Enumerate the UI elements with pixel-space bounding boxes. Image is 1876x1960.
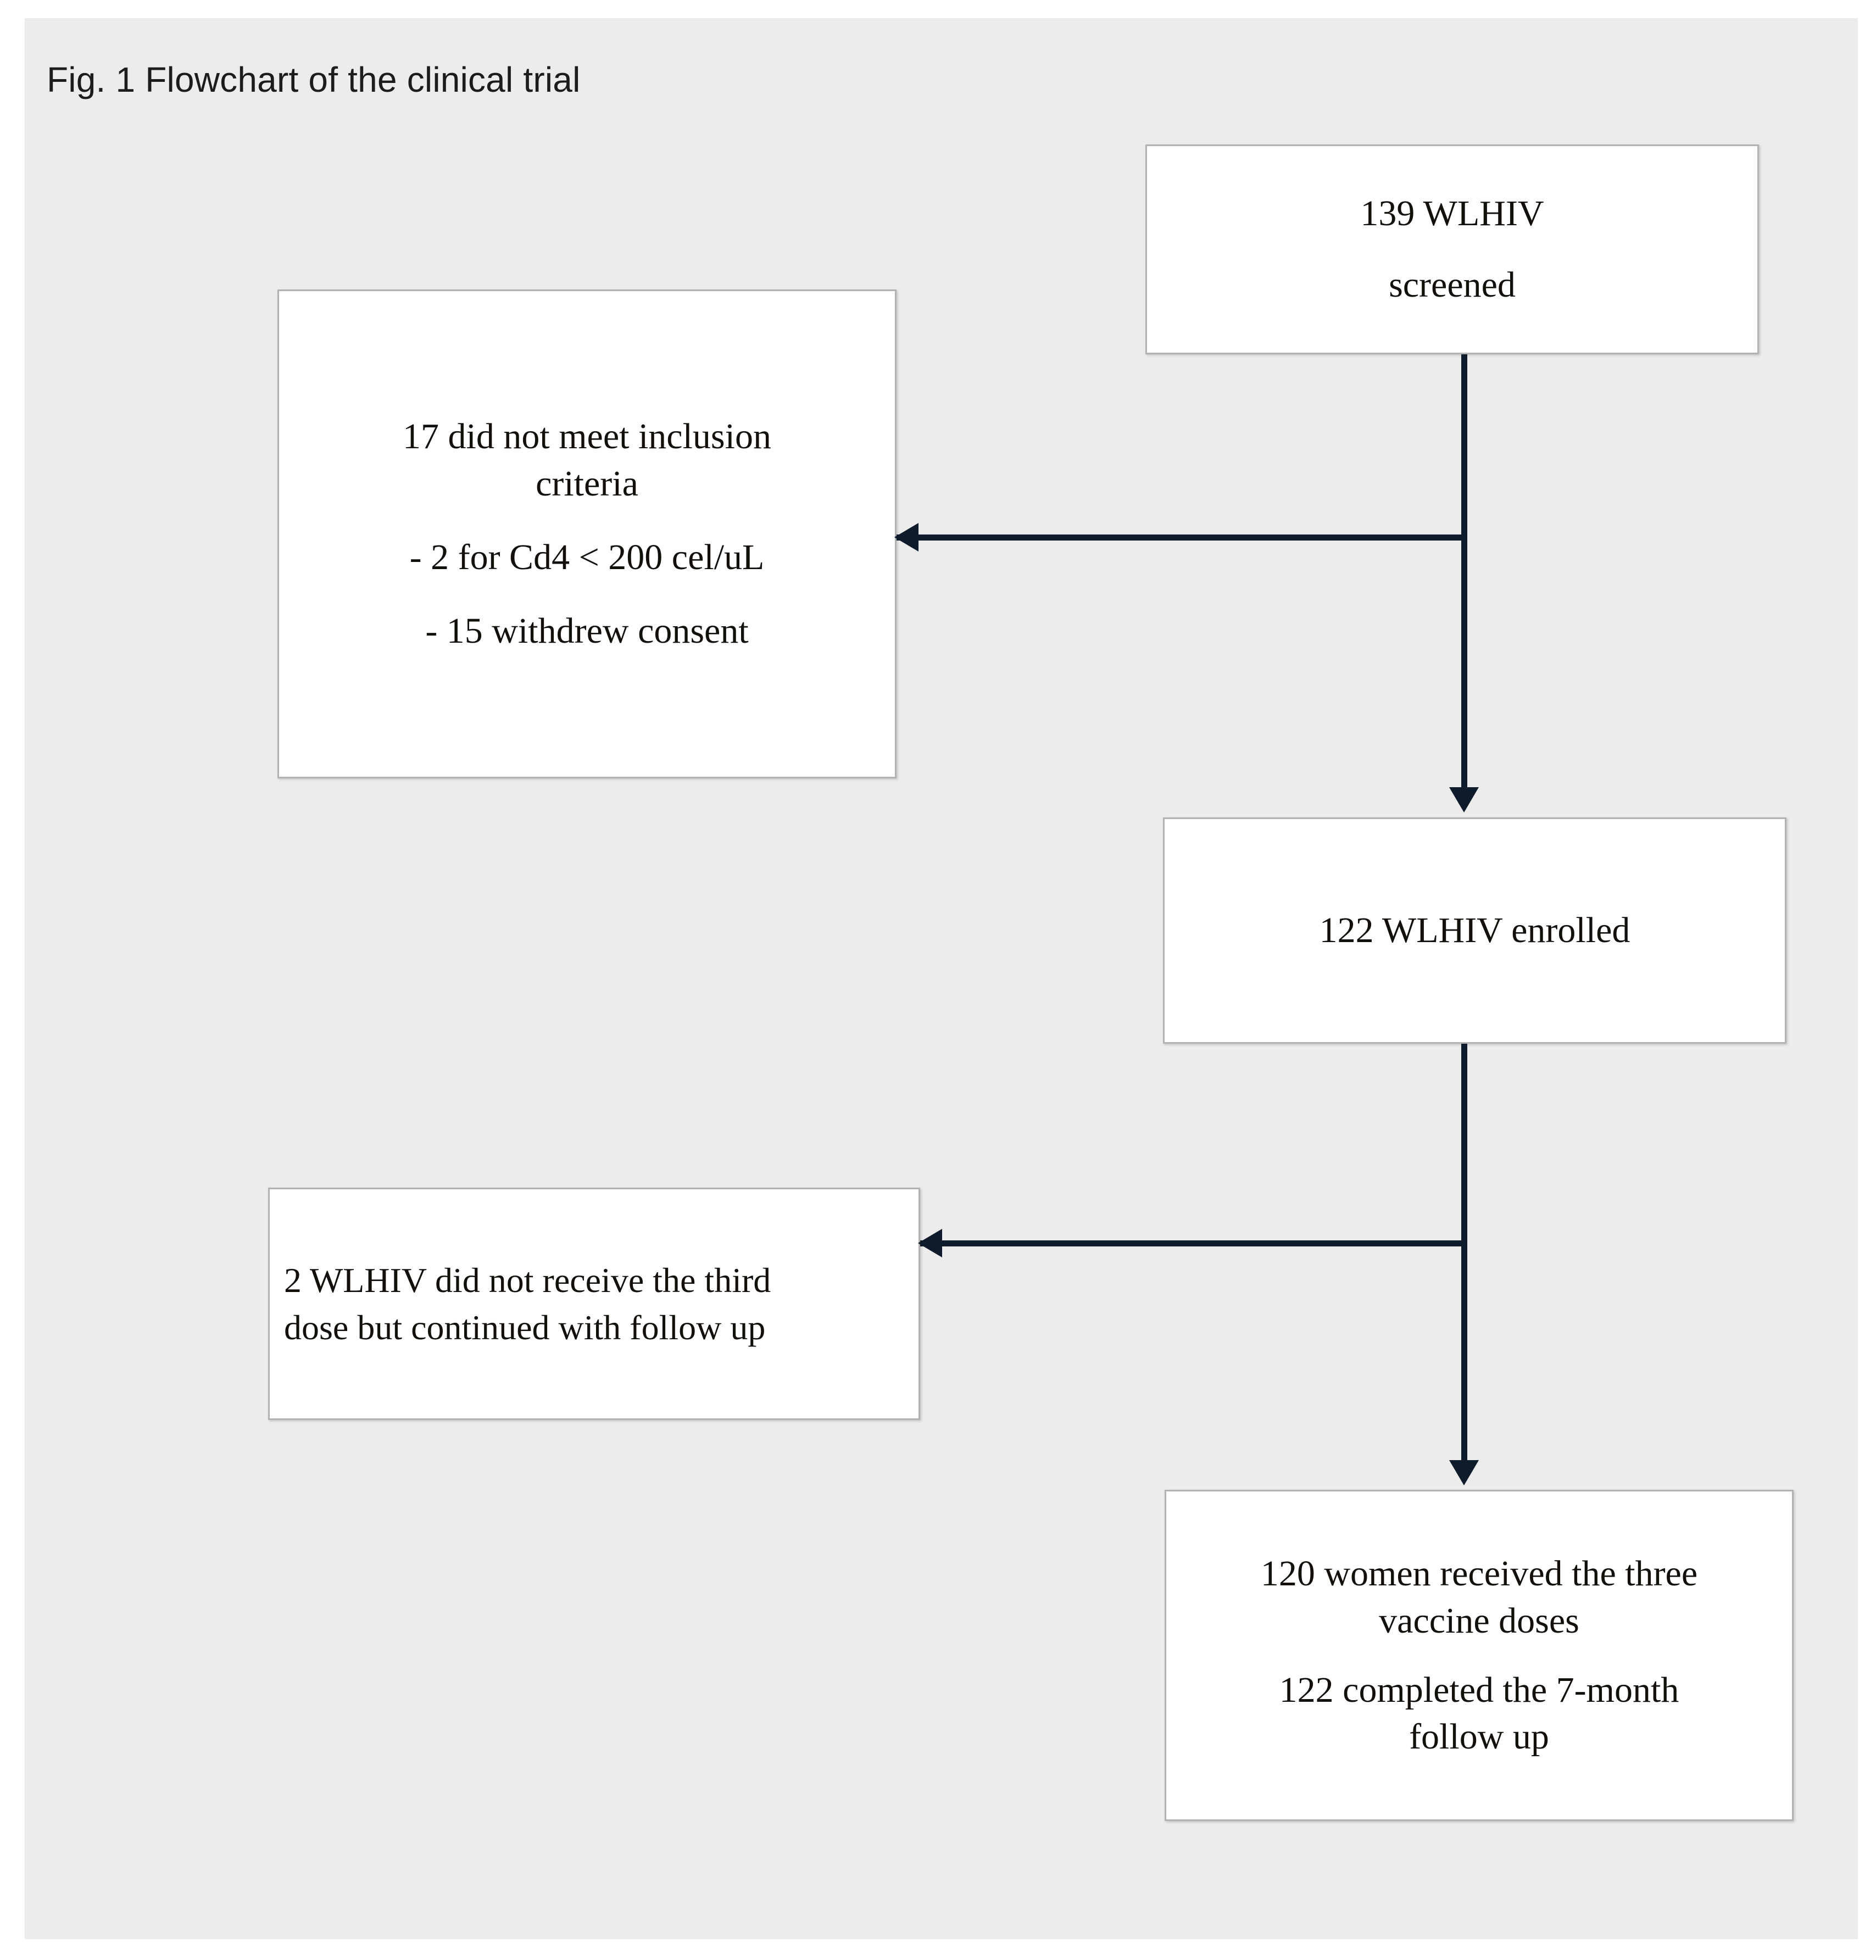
node-completed-paragraph-2: 122 completed the 7-month follow up (1166, 1667, 1792, 1761)
node-excluded-line-4: - 15 withdrew consent (425, 610, 749, 651)
arrow-left-icon-to-no-third-dose (918, 1229, 942, 1257)
node-enrolled-line-1: 122 WLHIV enrolled (1319, 910, 1630, 951)
node-excluded-line-2: criteria (536, 464, 638, 504)
node-excluded-paragraph-2: - 2 for Cd4 < 200 cel/uL (279, 534, 895, 581)
node-no-third-dose-line-2: dose but continued with follow up (284, 1307, 766, 1347)
node-no-third-dose-paragraph: 2 WLHIV did not receive the third dose b… (270, 1257, 918, 1351)
node-excluded-paragraph-3: - 15 withdrew consent (279, 608, 895, 655)
node-completed-line-2: vaccine doses (1379, 1600, 1579, 1641)
node-completed-line-1: 120 women received the three (1260, 1553, 1698, 1594)
node-screened-line-1: 139 WLHIV (1360, 193, 1544, 234)
node-excluded-line-3: - 2 for Cd4 < 200 cel/uL (409, 537, 765, 577)
flowchart-diagram: 139 WLHIV screened 17 did not meet inclu… (25, 18, 1858, 1939)
node-excluded-line-1: 17 did not meet inclusion (403, 416, 771, 457)
arrow-down-icon-to-enrolled (1449, 787, 1479, 812)
node-completed-line-4: follow up (1409, 1717, 1549, 1757)
connector-enrolled-to-completed (1461, 1044, 1467, 1461)
node-excluded-criteria: 17 did not meet inclusion criteria - 2 f… (277, 289, 897, 778)
connector-screened-to-enrolled (1461, 354, 1467, 788)
node-no-third-dose-line-1: 2 WLHIV did not receive the third (284, 1260, 771, 1300)
figure-caption: Fig. 1 Flowchart of the clinical trial (47, 60, 581, 99)
connector-screened-to-excluded (897, 534, 1467, 541)
figure-canvas: Fig. 1 Flowchart of the clinical trial 1… (25, 18, 1858, 1939)
node-screened-line-2: screened (1389, 265, 1516, 305)
node-screened: 139 WLHIV screened (1145, 144, 1759, 354)
arrow-left-icon-to-excluded (894, 523, 918, 552)
node-completed-paragraph-1: 120 women received the three vaccine dos… (1166, 1550, 1792, 1645)
connector-enrolled-to-no-third-dose (920, 1240, 1467, 1246)
node-completed-followup: 120 women received the three vaccine dos… (1165, 1490, 1794, 1821)
node-completed-line-3: 122 completed the 7-month (1279, 1669, 1679, 1710)
arrow-down-icon-to-completed (1449, 1460, 1479, 1485)
node-enrolled: 122 WLHIV enrolled (1163, 817, 1786, 1044)
node-excluded-paragraph-1: 17 did not meet inclusion criteria (279, 413, 895, 508)
node-no-third-dose: 2 WLHIV did not receive the third dose b… (268, 1188, 920, 1420)
